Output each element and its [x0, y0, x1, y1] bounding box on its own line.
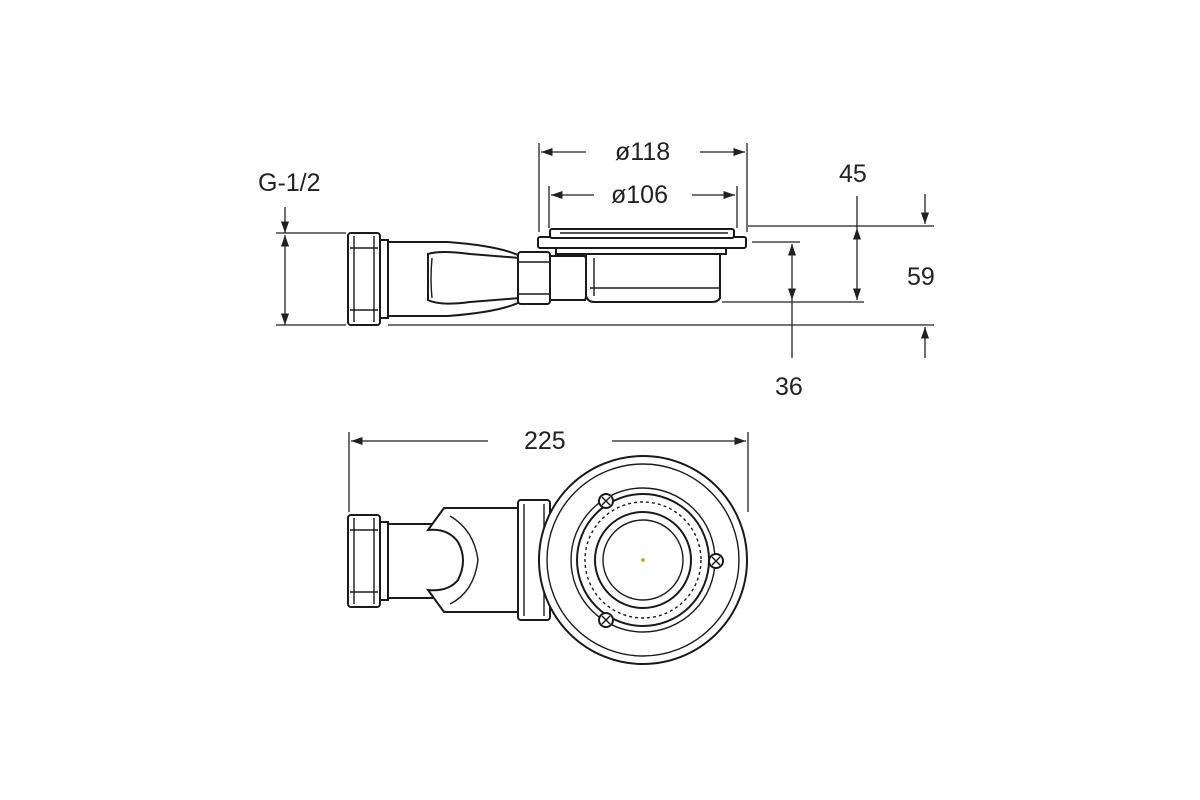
dimension-inner-diameter: ø106: [548, 181, 738, 228]
outlet-nut-side: [347, 232, 389, 326]
height-outlet-label: 36: [775, 373, 803, 401]
height-upper-label: 45: [839, 160, 867, 188]
dimension-outer-diameter: ø118: [538, 138, 748, 232]
dimension-thread: G-1/2: [258, 169, 346, 326]
drain-flange-side: [537, 228, 747, 255]
top-view: 225: [347, 427, 749, 665]
dimension-length-225: 225: [348, 427, 749, 512]
inner-diameter-label: ø106: [611, 181, 668, 209]
outlet-pipe-top: [387, 507, 521, 613]
dimension-height-36: 36: [775, 244, 803, 401]
drain-body-top: [538, 455, 748, 665]
screw-icon: [708, 553, 724, 569]
drain-body-side: [585, 251, 721, 303]
outlet-nut-top: [347, 514, 389, 608]
side-view: G-1/2 ø118 ø106 45: [258, 138, 935, 401]
overall-length-label: 225: [524, 427, 566, 455]
coupling-ring-side: [517, 251, 591, 305]
outlet-pipe-side: [387, 241, 521, 317]
thread-label: G-1/2: [258, 169, 321, 197]
dimension-height-59: 59: [907, 194, 935, 358]
screw-icon: [598, 612, 614, 628]
height-total-label: 59: [907, 263, 935, 291]
outer-diameter-label: ø118: [615, 138, 670, 166]
center-dot: [641, 558, 645, 562]
dimension-height-45: 45: [839, 160, 867, 300]
screw-icon: [598, 493, 614, 509]
